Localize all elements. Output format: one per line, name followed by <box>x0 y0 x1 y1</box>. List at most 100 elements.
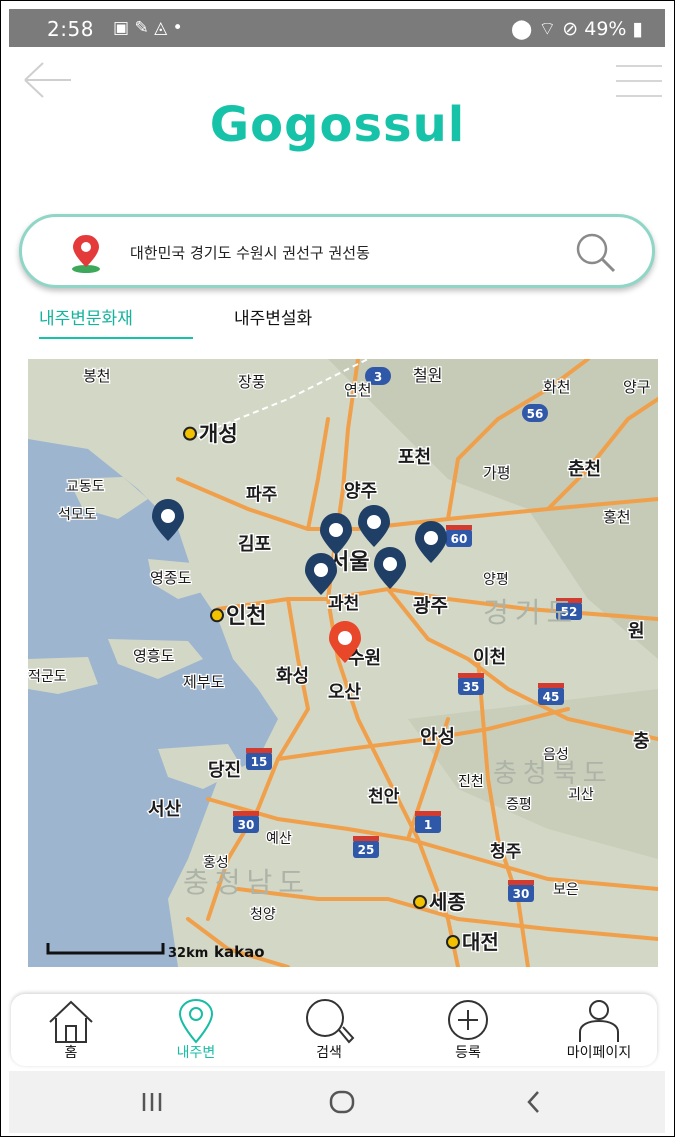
location-pin-icon <box>178 998 214 1044</box>
location-pin-icon <box>72 235 100 273</box>
nav-label: 마이페이지 <box>566 1045 632 1061</box>
map-scale-bar: 32km kakao <box>46 943 265 961</box>
user-icon <box>579 1000 619 1042</box>
menu-icon-bar <box>616 65 662 67</box>
place-label: 장풍 <box>238 373 266 391</box>
place-label: 충청남도 <box>183 866 310 899</box>
battery-icon: ▮ <box>632 18 643 40</box>
brand-title: Gogossul <box>209 97 466 153</box>
recent-apps-icon[interactable] <box>137 1087 167 1117</box>
place-label: 대전 <box>462 930 499 954</box>
home-circle-icon[interactable] <box>327 1087 357 1117</box>
heritage-marker[interactable] <box>320 513 352 555</box>
map-island <box>68 477 148 519</box>
route-shield: 1 <box>415 811 441 833</box>
place-label: 청양 <box>250 907 276 923</box>
back-nav-icon[interactable] <box>519 1087 549 1117</box>
route-number: 35 <box>463 680 480 694</box>
wifi-icon: ⌔ <box>538 18 557 40</box>
back-button[interactable] <box>23 61 73 99</box>
location-icon: ⬤ <box>511 18 533 40</box>
status-right: ⬤ ⌔ ⊘ 49% ▮ <box>511 17 643 41</box>
heritage-marker[interactable] <box>305 553 337 595</box>
route-number: 30 <box>238 818 255 832</box>
map-island <box>28 657 98 694</box>
address-text: 대한민국 경기도 수원시 권선구 권선동 <box>130 244 370 262</box>
place-label: 교동도 <box>66 479 105 495</box>
place-label: 예산 <box>266 831 292 847</box>
nav-nearby[interactable]: 내주변 <box>136 994 256 1066</box>
current-location-marker[interactable] <box>329 621 361 663</box>
tab-nearby-tales[interactable]: 내주변설화 <box>234 309 313 329</box>
nav-label: 등록 <box>455 1045 481 1061</box>
nav-search[interactable]: 검색 <box>269 994 389 1066</box>
place-label: 화성 <box>276 666 309 687</box>
map-island <box>108 639 203 679</box>
route-number: 3 <box>374 370 382 384</box>
sync-icon: ◬ <box>154 18 168 38</box>
nav-register[interactable]: 등록 <box>408 994 528 1066</box>
route-shield: 25 <box>353 836 379 858</box>
place-label: 양주 <box>344 481 377 502</box>
route-shield: 30 <box>508 880 534 902</box>
tab-nearby-heritage[interactable]: 내주변문화재 <box>39 309 133 329</box>
heritage-marker[interactable] <box>358 505 390 547</box>
home-icon <box>49 1000 93 1043</box>
menu-icon-bar <box>616 80 662 82</box>
map-border <box>187 359 369 440</box>
place-label: 홍천 <box>603 508 631 526</box>
place-label: 인천 <box>226 604 266 629</box>
place-label: 천안 <box>368 787 400 807</box>
route-shield: 3 <box>365 367 391 385</box>
nav-label: 홈 <box>64 1045 78 1061</box>
route-number: 15 <box>251 755 268 769</box>
place-label: 청주 <box>490 841 522 862</box>
city-dot <box>413 895 427 909</box>
place-label: 연천 <box>344 381 372 399</box>
place-label: 음성 <box>543 747 569 763</box>
nav-home[interactable]: 홈 <box>11 994 131 1066</box>
route-shield: 45 <box>538 683 564 705</box>
route-shield: 56 <box>522 404 548 422</box>
place-label: 경기도 <box>483 596 578 629</box>
dnd-icon: ⊘ <box>562 18 579 40</box>
place-label: 수원 <box>348 648 381 669</box>
search-icon[interactable] <box>574 231 616 273</box>
notification-icons: ▣ ✎ ◬ • <box>113 18 183 38</box>
plus-circle-icon <box>448 1000 488 1040</box>
place-label: 양평 <box>483 572 509 588</box>
place-label: 석모도 <box>58 507 97 523</box>
address-search-bar[interactable]: 대한민국 경기도 수원시 권선구 권선동 <box>19 214 655 288</box>
scale-label: 32km <box>168 946 208 961</box>
status-bar: 2:58 ▣ ✎ ◬ • ⬤ ⌔ ⊘ 49% ▮ <box>9 9 665 47</box>
map-island <box>158 744 243 789</box>
bottom-navigation: 홈 내주변 검색 등록 <box>11 994 657 1066</box>
place-label: 세종 <box>429 890 466 914</box>
system-navigation-bar <box>9 1071 665 1133</box>
map-terrain <box>328 359 658 659</box>
map-sea <box>28 439 278 967</box>
route-shield: 60 <box>446 525 472 547</box>
heritage-marker[interactable] <box>415 521 447 563</box>
heritage-marker[interactable] <box>152 499 184 541</box>
place-label: 제부도 <box>183 673 225 691</box>
place-label: 이천 <box>473 647 506 668</box>
place-label: 보은 <box>553 882 579 898</box>
place-label: 영종도 <box>150 569 192 587</box>
place-label: 당진 <box>208 760 241 781</box>
dot-icon: • <box>172 18 183 38</box>
place-label: 충청북도 <box>493 759 613 789</box>
place-label: 양구 <box>623 378 651 396</box>
heritage-marker[interactable] <box>374 547 406 589</box>
place-label: 포천 <box>398 447 431 468</box>
nav-mypage[interactable]: 마이페이지 <box>539 994 659 1066</box>
menu-button[interactable] <box>616 63 662 99</box>
route-number: 25 <box>358 843 375 857</box>
place-label: 과천 <box>328 594 359 614</box>
place-label: 춘천 <box>568 459 601 480</box>
